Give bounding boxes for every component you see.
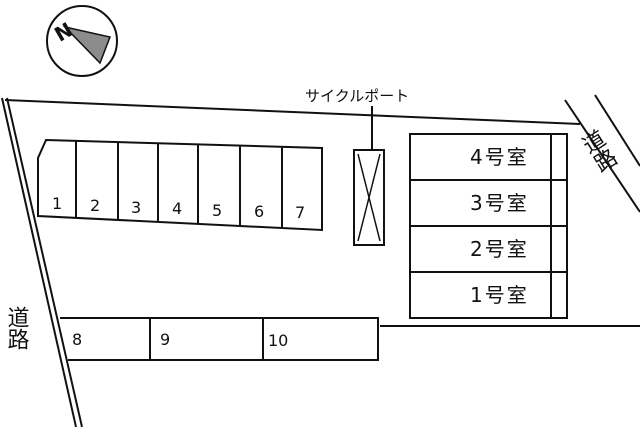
parking-bottom-labels: 8 9 10 (72, 330, 288, 350)
road-left-label: 道路 (4, 306, 30, 350)
room-label: 1号室 (470, 283, 529, 307)
road-right: 道路 (575, 126, 621, 177)
parking-top-row (37, 138, 323, 232)
road-lines (1, 94, 640, 427)
cycle-port-box (353, 149, 385, 246)
right-road-edge-upper (564, 99, 640, 213)
left-road-edge-inner (6, 97, 83, 427)
stall-label: 7 (295, 203, 305, 222)
cycle-port-label: サイクルポート (305, 87, 409, 105)
room-label: 2号室 (470, 237, 529, 261)
road-left: 道路 (4, 306, 30, 350)
stall-label: 1 (52, 194, 62, 213)
room-labels: 4号室 3号室 2号室 1号室 (470, 145, 529, 307)
stall-label: 8 (72, 330, 82, 349)
stall-label: 6 (254, 202, 264, 221)
parking-bottom-outline (60, 317, 379, 361)
road-right-label: 道路 (575, 126, 621, 177)
parking-bottom-row (60, 317, 379, 361)
right-road-edge-lower (594, 94, 640, 167)
stall-label: 9 (160, 330, 170, 349)
stall-label: 2 (90, 196, 100, 215)
cycle-port: サイクルポート (305, 87, 409, 246)
compass-arrow-icon (62, 25, 112, 65)
stall-label: 3 (131, 198, 141, 217)
room-label: 4号室 (470, 145, 529, 169)
top-boundary (4, 99, 581, 125)
stall-label: 5 (212, 201, 222, 220)
compass: N (46, 5, 118, 77)
parking-top-labels: 1 2 3 4 5 6 7 (52, 194, 305, 222)
left-road-edge-outer (1, 97, 77, 427)
compass-north-letter: N (50, 17, 77, 46)
compass-circle (46, 5, 118, 77)
parking-top-outline (37, 138, 323, 232)
stall-label: 10 (268, 331, 288, 350)
building (409, 133, 568, 319)
room-label: 3号室 (470, 191, 529, 215)
stall-label: 4 (172, 199, 182, 218)
